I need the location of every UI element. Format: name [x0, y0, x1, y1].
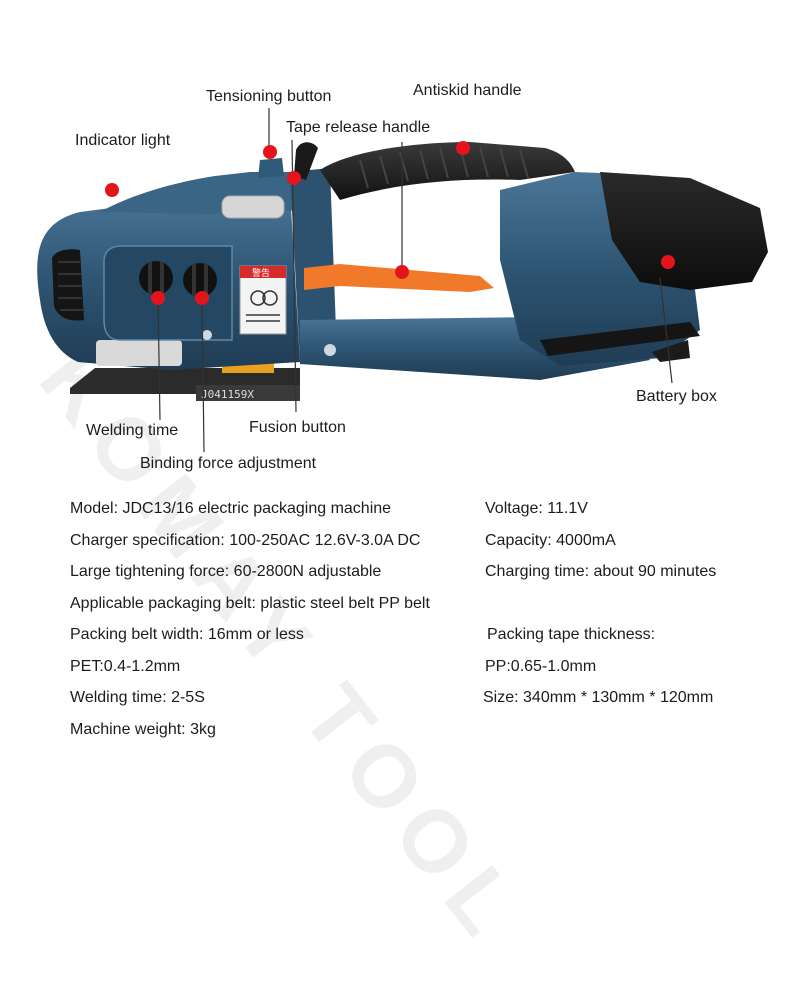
- control-panel: [103, 245, 233, 341]
- brand-badge: [221, 195, 285, 219]
- antiskid-handle[interactable]: [320, 142, 575, 200]
- product-infographic: KOMAY TOOL J041159X: [21, 82, 768, 963]
- binding-force-knob[interactable]: [183, 263, 217, 297]
- tape-release-knob: [294, 142, 318, 180]
- spec-welding-time: Welding time: 2-5S: [70, 689, 205, 706]
- marker-battery-box: [661, 255, 675, 269]
- spec-charger: Charger specification: 100-250AC 12.6V-3…: [70, 532, 421, 549]
- callout-indicator-light: Indicator light: [75, 132, 171, 149]
- front-frame: [290, 168, 336, 362]
- handle-grip-ridges: [359, 146, 529, 189]
- rear-vent: [52, 249, 84, 321]
- callout-battery-box: Battery box: [636, 388, 717, 405]
- marker-welding-time: [151, 291, 165, 305]
- callout-tensioning-button: Tensioning button: [206, 88, 332, 105]
- marker-indicator-light: [105, 183, 119, 197]
- spec-weight: Machine weight: 3kg: [70, 721, 216, 738]
- spec-charging-time: Charging time: about 90 minutes: [485, 563, 717, 580]
- spec-belt: Applicable packaging belt: plastic steel…: [70, 595, 430, 612]
- callout-markers: [105, 141, 675, 305]
- spec-model: Model: JDC13/16 electric packaging machi…: [70, 500, 392, 517]
- marker-tape-release: [287, 171, 301, 185]
- spec-size: Size: 340mm * 130mm * 120mm: [483, 689, 714, 706]
- callout-fusion-button: Fusion button: [249, 419, 346, 436]
- marker-tensioning-button: [263, 145, 277, 159]
- callout-lines: [157, 108, 673, 453]
- spec-pp: PP:0.65-1.0mm: [485, 658, 597, 675]
- tensioning-button[interactable]: [258, 158, 284, 178]
- battery-pack: [600, 172, 768, 290]
- marker-release-lever: [395, 265, 409, 279]
- spec-pet: PET:0.4-1.2mm: [70, 658, 181, 675]
- spec-voltage: Voltage: 11.1V: [485, 500, 588, 517]
- welding-time-knob[interactable]: [139, 261, 173, 295]
- spec-belt-width: Packing belt width: 16mm or less: [70, 626, 304, 643]
- model-plate-text: J041159X: [201, 388, 254, 401]
- callout-tape-release-handle: Tape release handle: [286, 119, 431, 136]
- screw-icon: [324, 344, 336, 356]
- base-plate: J041159X: [70, 363, 300, 401]
- warning-label: 警告: [239, 265, 287, 335]
- marker-antiskid-handle: [456, 141, 470, 155]
- warning-label-text: 警告: [252, 267, 270, 278]
- battery-foot: [652, 340, 690, 362]
- marker-binding-force: [195, 291, 209, 305]
- spec-tape-thickness: Packing tape thickness:: [487, 626, 656, 643]
- strapping-machine-illustration: J041159X: [37, 108, 768, 453]
- guide-plate: [96, 340, 182, 366]
- spec-capacity: Capacity: 4000mA: [485, 532, 616, 549]
- callout-antiskid-handle: Antiskid handle: [413, 82, 522, 99]
- screw-icon: [202, 330, 212, 340]
- battery-vent: [540, 322, 700, 356]
- callout-binding-force: Binding force adjustment: [140, 455, 317, 472]
- spec-tightening: Large tightening force: 60-2800N adjusta…: [70, 563, 382, 580]
- callout-welding-time: Welding time: [86, 422, 179, 439]
